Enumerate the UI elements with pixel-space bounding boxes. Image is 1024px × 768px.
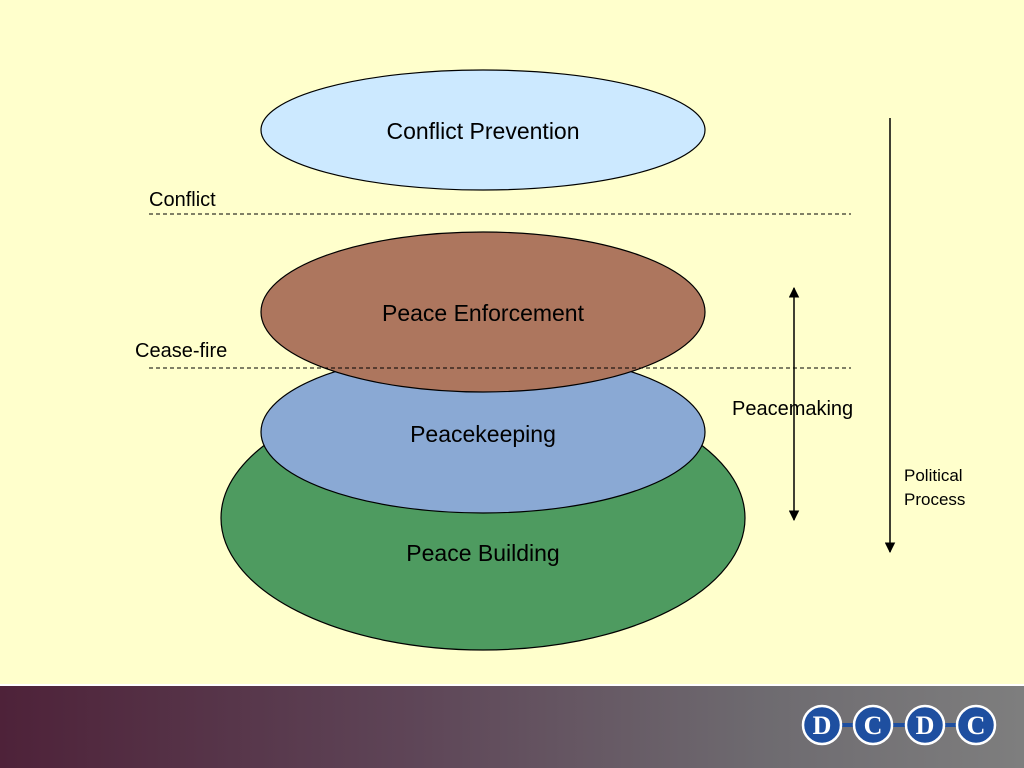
conflict-prevention-oval <box>260 69 706 191</box>
peace-enforcement-oval <box>260 231 706 393</box>
logo-letter-2: C <box>852 704 894 746</box>
svg-text:C: C <box>864 711 883 740</box>
dcdc-logo: D C D C <box>801 704 997 746</box>
conflict-line-label: Conflict <box>149 189 216 211</box>
political-process-line2: Process <box>904 490 966 509</box>
peacekeeping-label: Peacekeeping <box>410 421 556 447</box>
cease-fire-line-label: Cease-fire <box>135 340 228 362</box>
peace-enforcement-label: Peace Enforcement <box>381 300 584 326</box>
svg-text:D: D <box>916 711 935 740</box>
svg-text:D: D <box>813 711 832 740</box>
logo-letter-1: D <box>801 704 843 746</box>
peacemaking-label: Peacemaking <box>732 398 854 420</box>
svg-text:C: C <box>967 711 986 740</box>
peace-building-label: Peace Building <box>406 540 560 566</box>
logo-letter-3: D <box>904 704 946 746</box>
footer-divider <box>0 684 1024 686</box>
conflict-prevention-label: Conflict Prevention <box>386 118 580 144</box>
political-process-label: Political Process <box>904 464 965 512</box>
political-process-line1: Political <box>904 466 963 485</box>
logo-letter-4: C <box>955 704 997 746</box>
